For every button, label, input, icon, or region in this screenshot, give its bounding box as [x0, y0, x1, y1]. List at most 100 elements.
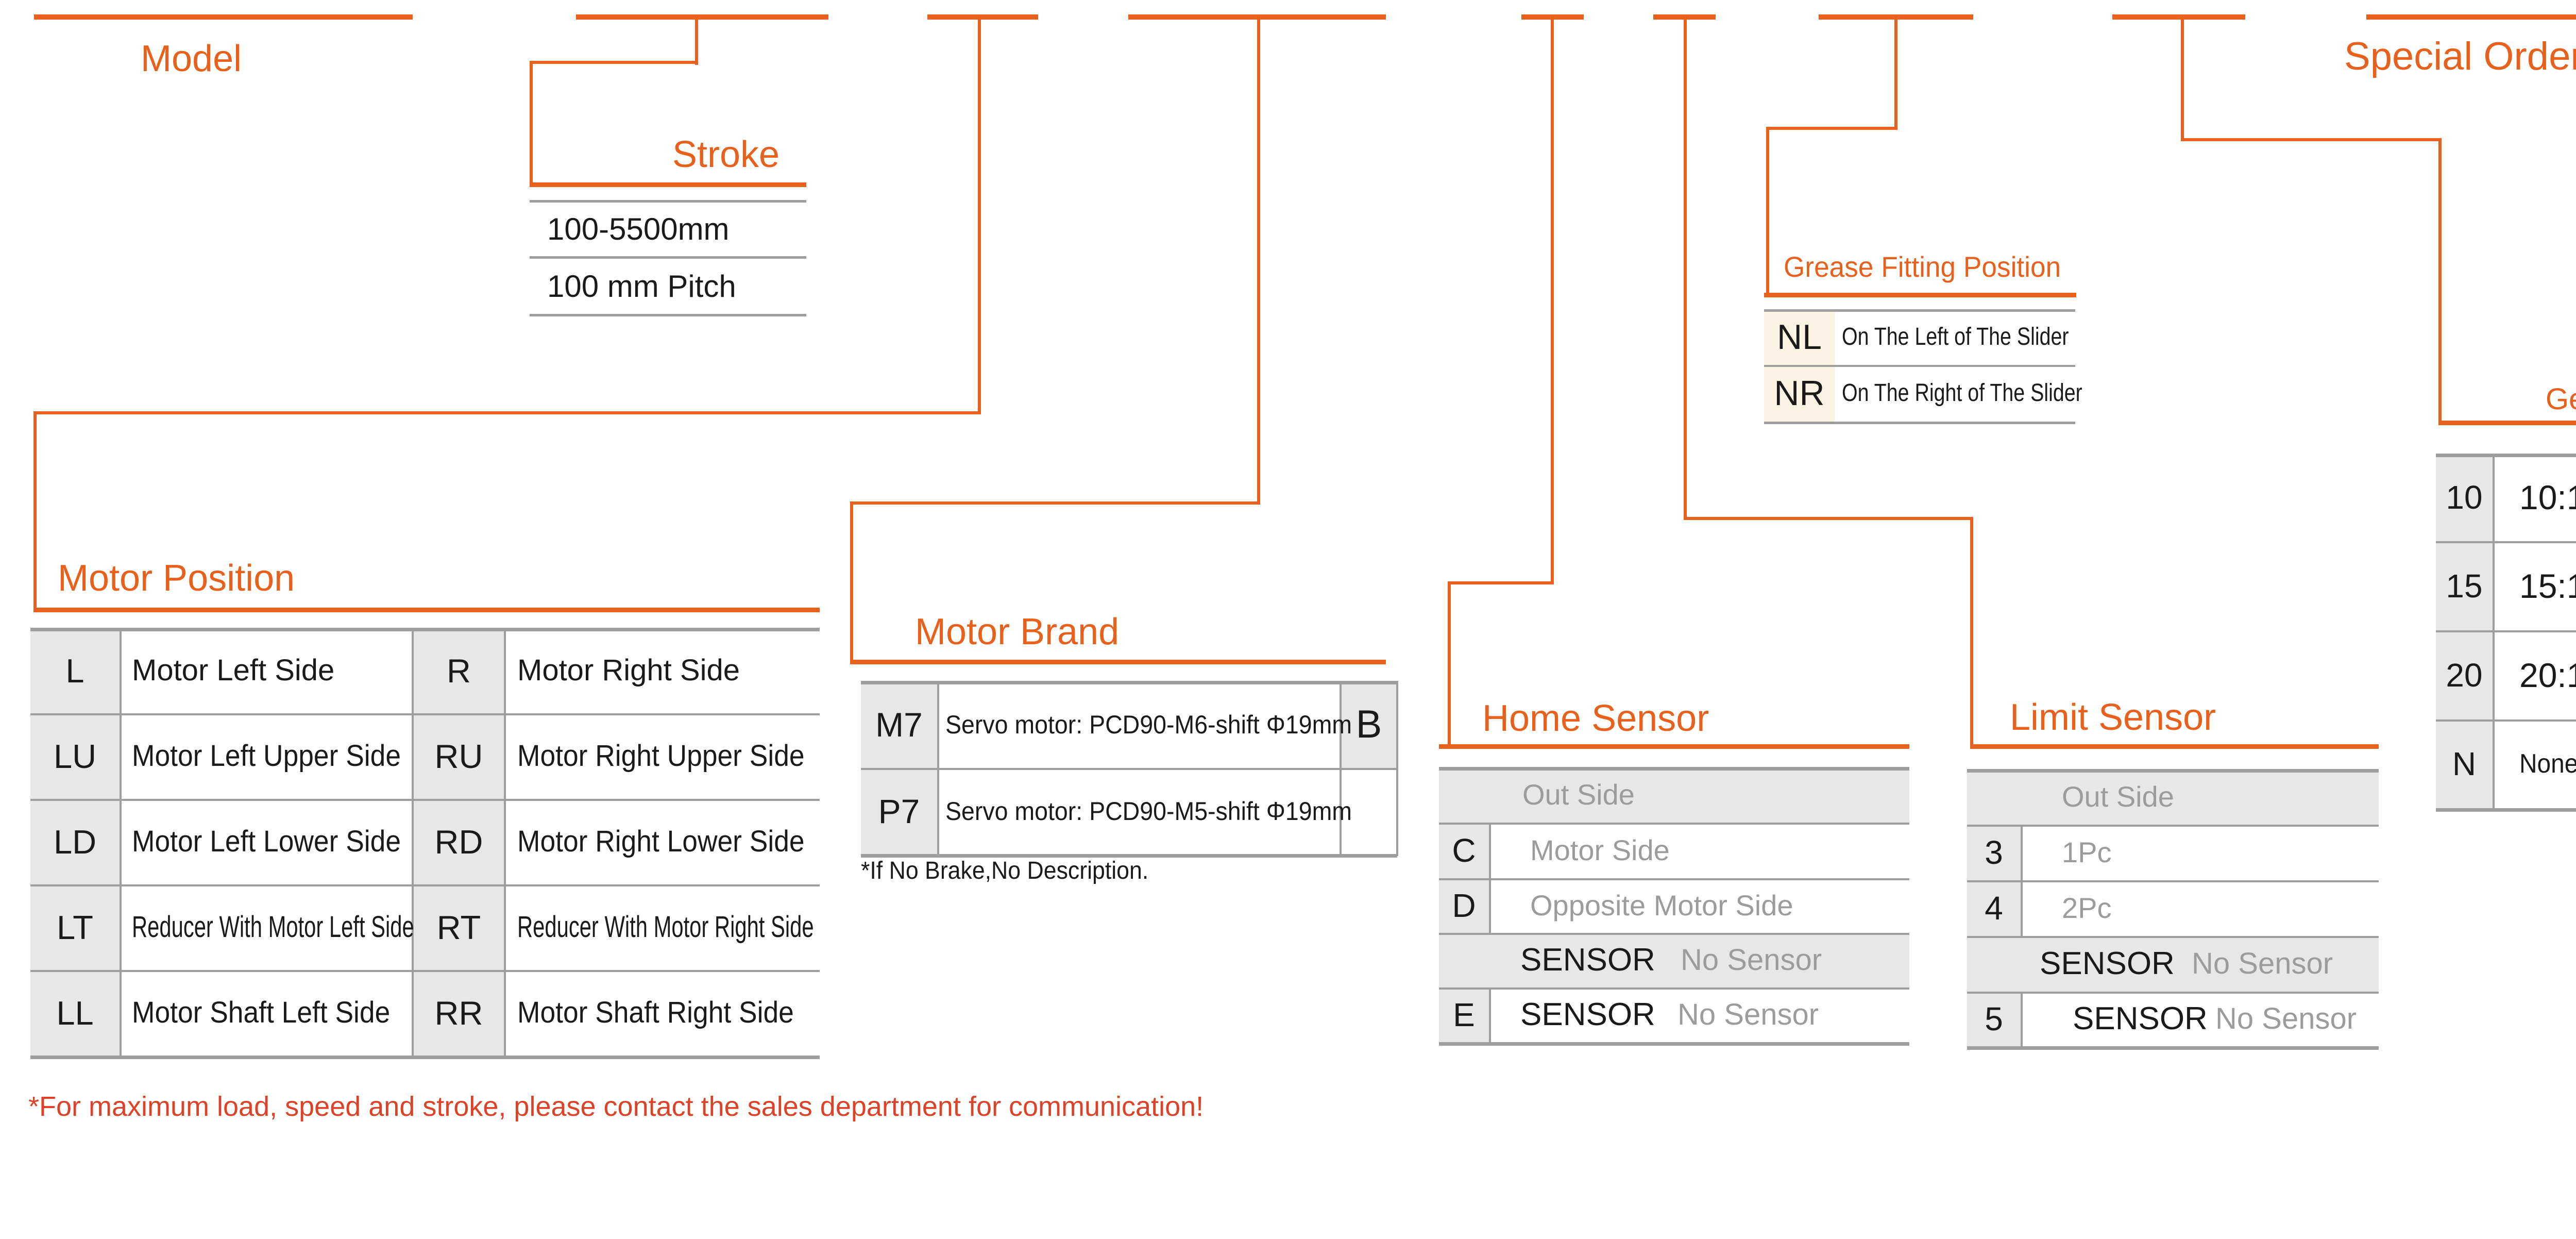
motor-brand-brake-code: B	[1355, 702, 1382, 746]
home-sensor-desc: Motor Side	[1530, 834, 1670, 866]
motor-position-desc: Reducer With Motor Right Side	[517, 910, 814, 944]
limit-sensor-desc: No Sensor	[2215, 1002, 2357, 1035]
limit-sensor-code: 4	[1985, 890, 2003, 927]
motor-position-code: RR	[434, 994, 483, 1032]
limit-sensor-border	[1967, 1046, 2379, 1050]
grease-border	[1764, 422, 2075, 424]
label-limit-sensor: Limit Sensor	[2010, 697, 2216, 738]
motor-position-desc: Reducer With Motor Left Side	[132, 910, 414, 944]
limit-sensor-border	[1967, 936, 2379, 938]
code-bar-special	[2366, 14, 2576, 20]
grease-desc: On The Left of The Slider	[1842, 323, 2069, 350]
motor-position-desc: Motor Shaft Left Side	[132, 996, 391, 1029]
motor-brand-border	[861, 681, 1397, 684]
motor-brand-note: *If No Brake,No Description.	[861, 857, 1149, 884]
motor-position-border	[30, 970, 820, 972]
connector-gearbox	[2181, 138, 2442, 141]
underline-motor-position	[33, 608, 820, 612]
motor-position-desc: Motor Shaft Right Side	[517, 996, 794, 1029]
connector-motor-position	[978, 16, 981, 414]
home-sensor-border	[1439, 987, 1909, 990]
motor-position-code: RT	[436, 908, 481, 946]
underline-grease	[1764, 293, 2076, 297]
home-sensor-border	[1439, 1042, 1909, 1046]
home-sensor-divider	[1489, 987, 1491, 1042]
connector-gearbox	[2438, 138, 2442, 424]
motor-brand-divider	[1396, 681, 1398, 856]
code-bar-model	[34, 14, 413, 20]
motor-position-code: LL	[56, 994, 94, 1032]
connector-home-sensor	[1551, 16, 1554, 584]
limit-sensor-header-row	[1967, 769, 2379, 825]
connector-stroke	[530, 61, 533, 187]
gearbox-code-col	[2436, 454, 2493, 812]
gearbox-code: 15	[2446, 567, 2483, 605]
connector-motor-position	[33, 411, 37, 612]
code-bar-gearbox	[2112, 14, 2245, 20]
gearbox-border	[2436, 541, 2576, 543]
motor-position-code: RU	[434, 737, 483, 775]
label-special-order: Special Order No.	[2344, 35, 2576, 78]
motor-position-border	[30, 1056, 820, 1059]
code-bar-motor-position	[927, 14, 1038, 20]
label-home-sensor: Home Sensor	[1482, 698, 1709, 739]
home-sensor-strong: SENSOR	[1520, 997, 1655, 1032]
gearbox-border	[2436, 808, 2576, 812]
home-sensor-desc: No Sensor	[1677, 998, 1819, 1031]
limit-sensor-header: Out Side	[2062, 780, 2174, 813]
connector-limit-sensor	[1684, 16, 1687, 520]
motor-position-desc: Motor Left Side	[132, 654, 335, 687]
connector-home-sensor	[1448, 581, 1451, 746]
grease-code: NR	[1774, 374, 1825, 413]
gearbox-desc: 20:1	[2519, 656, 2576, 694]
motor-brand-border	[861, 768, 1397, 770]
limit-sensor-code: 3	[1985, 834, 2003, 871]
home-sensor-code: C	[1452, 832, 1476, 869]
motor-position-code: R	[447, 651, 471, 690]
limit-sensor-border	[1967, 825, 2379, 827]
underline-limit-sensor	[1970, 744, 2379, 749]
limit-sensor-desc: No Sensor	[2192, 947, 2333, 980]
home-sensor-sensor-row	[1439, 933, 1909, 987]
label-model: Model	[141, 38, 242, 79]
limit-sensor-code-cell	[1967, 880, 2021, 936]
label-stroke: Stroke	[672, 134, 780, 175]
grease-border	[1764, 309, 2075, 312]
motor-position-desc: Motor Right Upper Side	[517, 739, 805, 773]
motor-position-divider	[120, 628, 122, 1059]
motor-brand-divider	[1340, 681, 1342, 856]
home-sensor-code: D	[1452, 887, 1476, 924]
grease-desc: On The Right of The Slider	[1842, 379, 2082, 407]
motor-position-border	[30, 884, 820, 886]
connector-grease	[1894, 16, 1897, 130]
motor-position-border	[30, 628, 820, 631]
motor-brand-desc: Servo motor: PCD90-M5-shift Φ19mm	[945, 796, 1352, 826]
gearbox-border	[2436, 454, 2576, 457]
home-sensor-code-cell	[1439, 823, 1489, 878]
stroke-table-line	[530, 256, 806, 259]
connector-motor-brand	[850, 501, 1260, 505]
connector-limit-sensor	[1684, 517, 1973, 520]
underline-stroke	[530, 182, 806, 187]
limit-sensor-desc: 2Pc	[2062, 892, 2112, 924]
motor-position-desc: Motor Right Side	[517, 654, 740, 687]
motor-position-border	[30, 713, 820, 715]
home-sensor-header: Out Side	[1522, 778, 1635, 811]
stroke-table-line	[530, 314, 806, 316]
limit-sensor-code: 5	[1985, 1000, 2003, 1037]
motor-position-divider	[412, 628, 414, 1059]
home-sensor-strong: SENSOR	[1520, 942, 1655, 978]
gearbox-code: 20	[2446, 656, 2483, 694]
motor-brand-code: M7	[875, 705, 923, 744]
motor-brand-desc: Servo motor: PCD90-M6-shift Φ19mm	[945, 710, 1352, 739]
code-bar-stroke	[576, 14, 828, 20]
home-sensor-border	[1439, 933, 1909, 935]
limit-sensor-desc: 1Pc	[2062, 836, 2112, 868]
motor-brand-code: P7	[878, 792, 920, 830]
connector-motor-brand	[1257, 16, 1260, 505]
connector-motor-position	[33, 411, 981, 414]
home-sensor-code-cell	[1439, 987, 1489, 1042]
motor-position-code-col-left	[30, 628, 120, 1059]
limit-sensor-border	[1967, 992, 2379, 994]
